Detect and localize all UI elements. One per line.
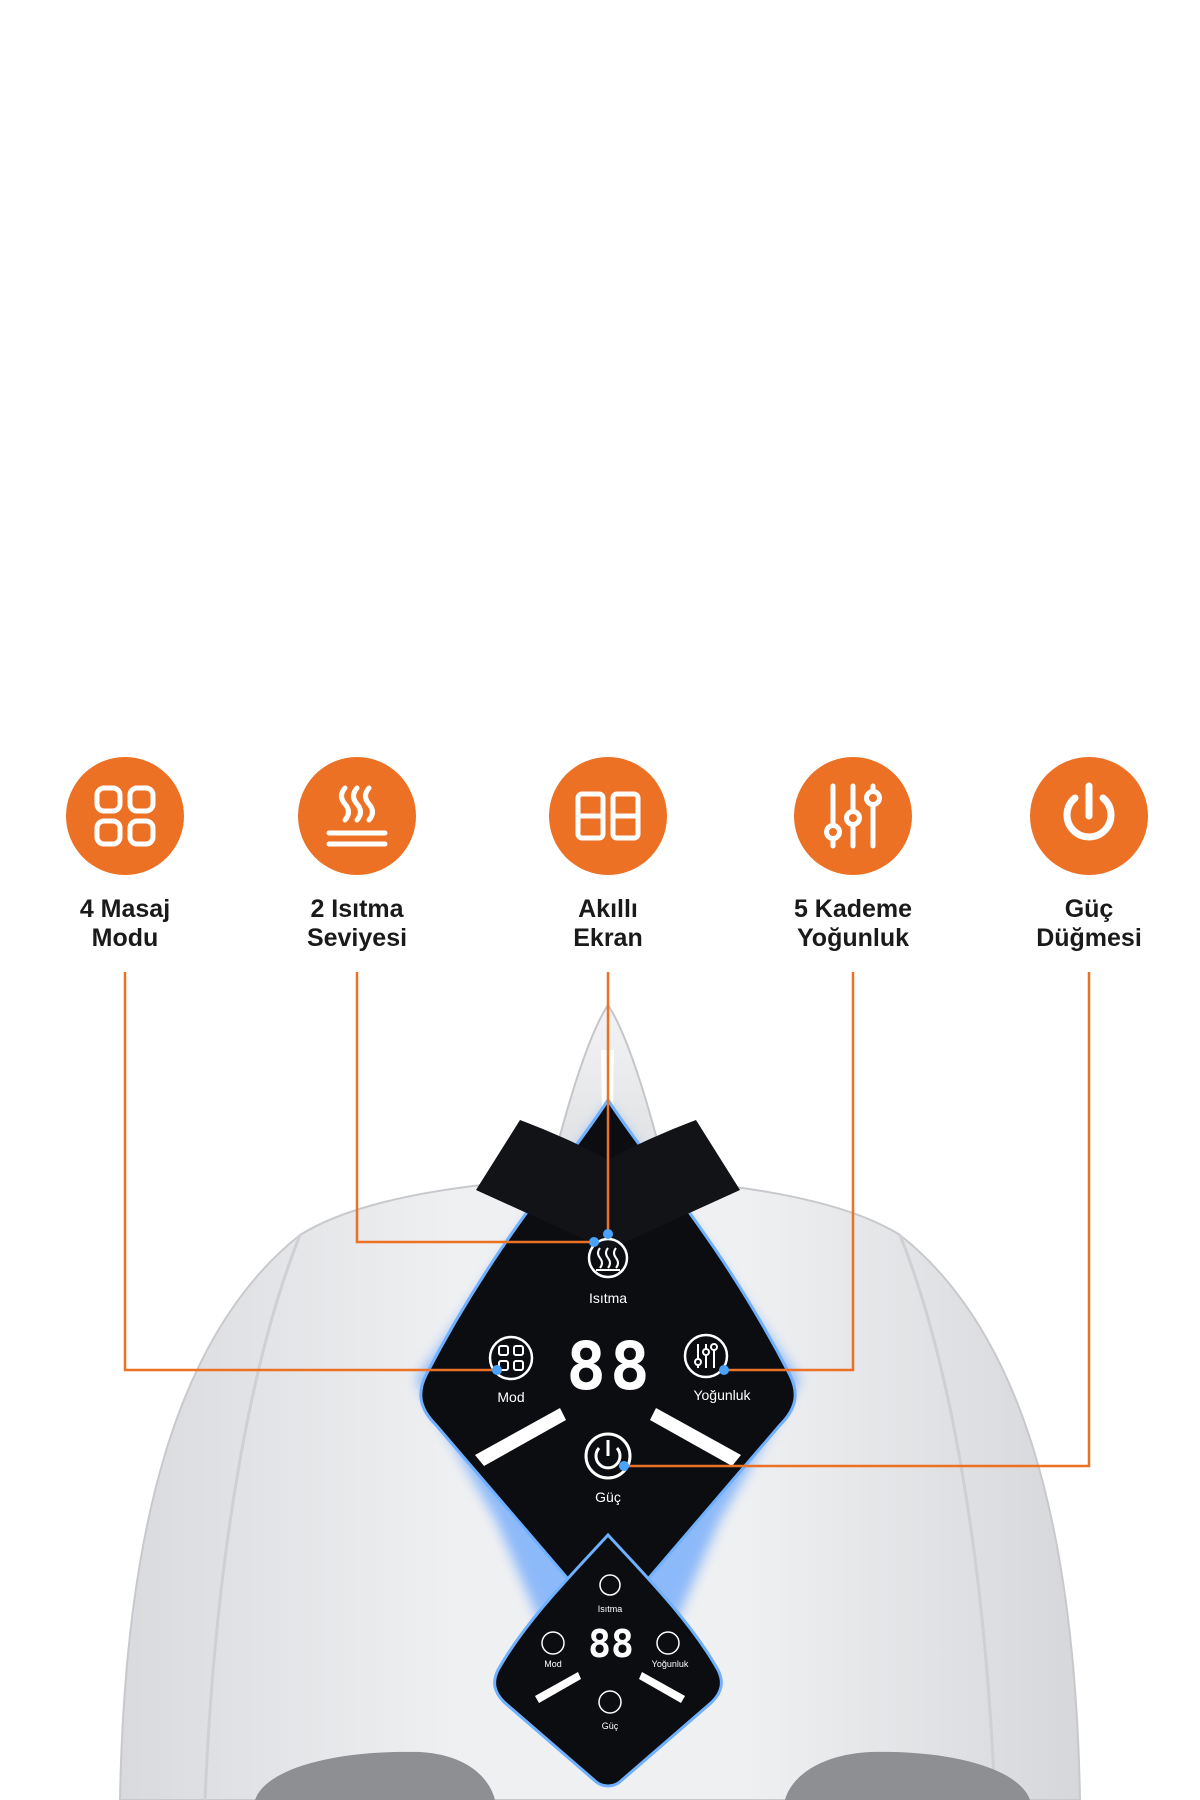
feature-badge bbox=[298, 757, 416, 875]
feature-heat-levels: 2 Isıtma Seviyesi bbox=[252, 757, 462, 953]
feature-badge bbox=[549, 757, 667, 875]
svg-text:Güç: Güç bbox=[602, 1721, 619, 1731]
feature-intensity-levels: 5 Kademe Yoğunluk bbox=[748, 757, 958, 953]
leader-dots bbox=[492, 1229, 729, 1471]
feature-smart-display: Akıllı Ekran bbox=[503, 757, 713, 953]
panel-heat-button: Isıtma bbox=[587, 1237, 629, 1306]
feature-power-button: Güç Düğmesi bbox=[984, 757, 1194, 953]
svg-text:Isıtma: Isıtma bbox=[598, 1604, 623, 1614]
foot-opening-left bbox=[255, 1751, 495, 1800]
power-icon bbox=[1063, 782, 1115, 841]
svg-text:Mod: Mod bbox=[544, 1659, 562, 1669]
panel-heat-label: Isıtma bbox=[589, 1290, 627, 1306]
panel-power-label: Güç bbox=[595, 1489, 621, 1505]
panel-intensity-button: Yoğunluk bbox=[683, 1333, 752, 1403]
feature-label: 5 Kademe Yoğunluk bbox=[793, 895, 913, 952]
svg-text:Yoğunluk: Yoğunluk bbox=[652, 1659, 689, 1669]
feature-badge bbox=[66, 757, 184, 875]
leader-lines bbox=[123, 972, 1091, 1468]
sliders-icon bbox=[824, 783, 882, 849]
display-icon bbox=[575, 791, 641, 841]
feature-label: 4 Masaj Modu bbox=[79, 895, 171, 952]
svg-text:88: 88 bbox=[588, 1622, 634, 1666]
feature-badge bbox=[1030, 757, 1148, 875]
heat-icon bbox=[326, 785, 388, 847]
feature-label: Güç Düğmesi bbox=[1036, 895, 1142, 952]
feature-label: Akıllı Ekran bbox=[573, 895, 643, 952]
small-panel-controls: Isıtma Mod 88 Yoğunluk Güç bbox=[535, 1574, 689, 1731]
foot-opening-right bbox=[785, 1751, 1030, 1800]
feature-badge bbox=[794, 757, 912, 875]
panel-mode-label: Mod bbox=[497, 1389, 524, 1405]
control-panel-small bbox=[493, 1532, 723, 1788]
feature-label: 2 Isıtma Seviyesi bbox=[306, 895, 408, 952]
panel-display: 88 bbox=[566, 1328, 653, 1405]
grid-icon bbox=[94, 785, 156, 847]
panel-power-button: Güç bbox=[584, 1432, 632, 1505]
panel-intensity-label: Yoğunluk bbox=[693, 1387, 751, 1403]
feature-massage-modes: 4 Masaj Modu bbox=[20, 757, 230, 953]
